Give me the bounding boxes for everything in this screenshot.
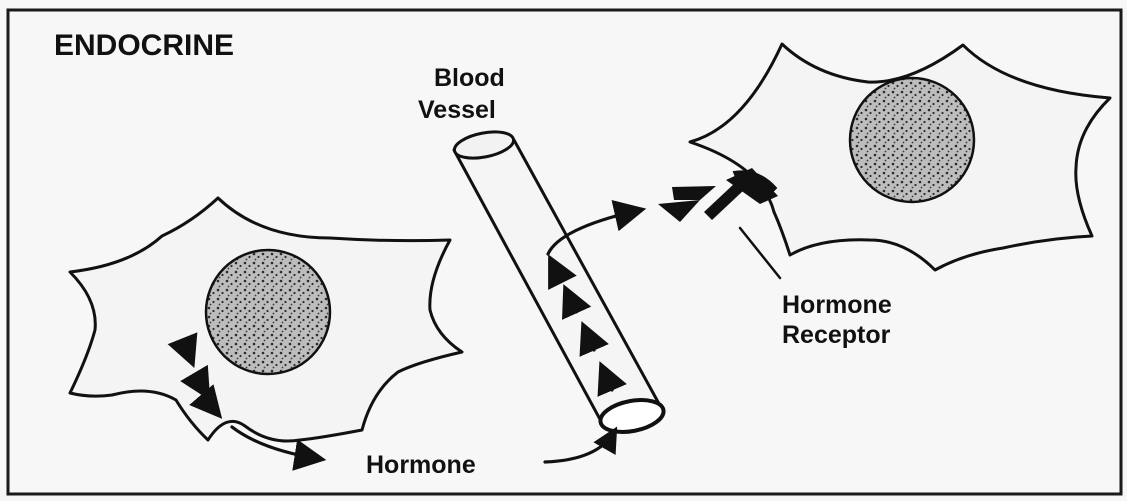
target-cell-nucleus — [850, 78, 974, 202]
blood-vessel-label-line1: Blood — [434, 64, 505, 92]
hormone-label: Hormone — [366, 451, 476, 479]
secreting-cell-nucleus — [206, 250, 330, 374]
diagram-title: ENDOCRINE — [54, 29, 234, 62]
hormone-receptor-label-line2: Receptor — [782, 321, 891, 349]
blood-vessel-label-line2: Vessel — [418, 96, 496, 124]
hormone-receptor-label-line1: Hormone — [782, 291, 892, 319]
